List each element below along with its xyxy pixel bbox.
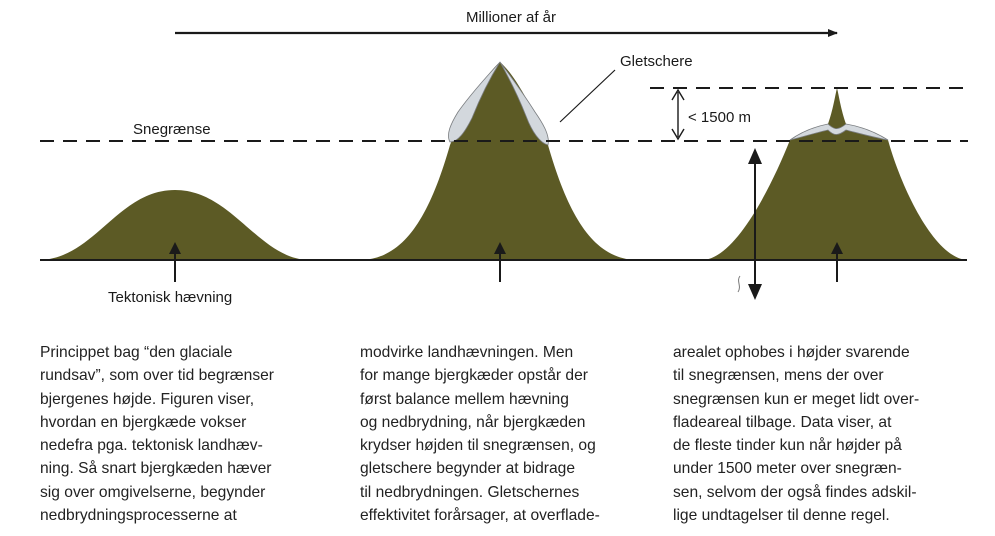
caption-line: hvordan en bjergkæde vokser (40, 413, 247, 431)
caption-line: lige undtagelser til denne regel. (673, 507, 890, 525)
caption-line: krydser højden til snegrænsen, og (360, 437, 596, 455)
glaciers-label: Gletschere (620, 53, 693, 70)
mature-mountain (703, 88, 967, 260)
caption-line: bjergenes højde. Figuren viser, (40, 390, 255, 408)
uplift-arrow-3 (831, 242, 843, 282)
caption-line: modvirke landhævningen. Men (360, 344, 574, 361)
glaciers-leader (559, 69, 616, 123)
caption-line: nedefra pga. tektonisk landhæv- (40, 437, 263, 455)
caption-line: til nedbrydningen. Gletschernes (360, 483, 580, 501)
caption-column-3: arealet ophobes i højder svarende til sn… (673, 341, 973, 527)
glacier-right (499, 61, 549, 146)
glacier-mature (789, 123, 889, 141)
caption-column-2: modvirke landhævningen. Men for mange bj… (360, 341, 660, 527)
caption-line: fladeareal tilbage. Data viser, at (673, 413, 892, 431)
stray-mark (737, 275, 741, 293)
caption-line: gletschere begynder at bidrage (360, 460, 575, 478)
caption-line: sig over omgivelserne, begynder (40, 483, 266, 501)
uplift-arrow-2 (494, 242, 506, 282)
caption-line: nedbrydningsprocesserne at (40, 507, 237, 525)
caption-line: til snegrænsen, mens der over (673, 367, 884, 385)
height-label: < 1500 m (688, 109, 751, 126)
time-label: Millioner af år (466, 9, 556, 26)
caption-line: og nedbrydning, når bjergkæden (360, 413, 586, 431)
caption-line: effektivitet forårsager, at overflade- (360, 507, 600, 525)
small-mountain (40, 190, 308, 260)
caption-line: under 1500 meter over snegræn- (673, 460, 902, 478)
caption-line: rundsav”, som over tid begrænser (40, 367, 275, 385)
caption-line: ning. Så snart bjergkæden hæver (40, 460, 272, 478)
caption-line: Princippet bag “den glaciale (40, 344, 233, 361)
caption-line: først balance mellem hævning (360, 390, 569, 408)
snowline-label: Snegrænse (133, 121, 211, 138)
glaciated-mountain (362, 62, 635, 260)
glacier-left (448, 61, 501, 143)
glacial-buzzsaw-diagram: Millioner af år Snegrænse Gletschere < 1… (40, 9, 968, 306)
caption-line: sen, selvom der også findes adskil- (673, 483, 917, 501)
uplift-label: Tektonisk hævning (108, 289, 232, 306)
caption-line: snegrænsen kun er meget lidt over- (673, 390, 920, 408)
caption-line: de fleste tinder kun når højder på (673, 437, 902, 455)
caption-line: for mange bjergkæder opstår der (360, 367, 588, 385)
uplift-arrow-1 (169, 242, 181, 282)
caption-columns: Princippet bag “den glaciale rundsav”, s… (40, 341, 980, 536)
caption-line: arealet ophobes i højder svarende (673, 344, 910, 361)
caption-column-1: Princippet bag “den glaciale rundsav”, s… (40, 341, 340, 527)
